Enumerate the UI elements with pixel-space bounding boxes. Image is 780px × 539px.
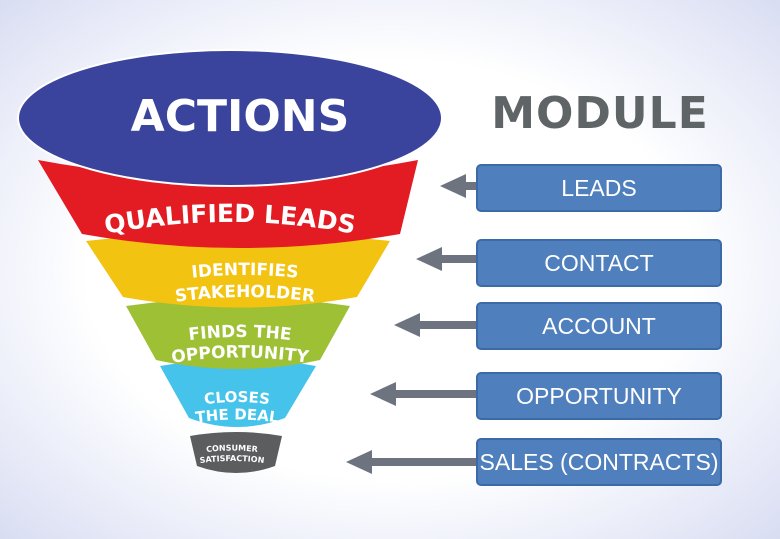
stage-label-closes: CLOSES [203, 388, 271, 408]
arrow-account [394, 313, 476, 337]
stage-label-finds-the: FINDS THE [188, 322, 293, 345]
funnel-band-opportunity [126, 298, 350, 369]
arrow-opportunity [370, 382, 476, 406]
stage-label-satisfaction: SATISFACTION [199, 454, 265, 465]
module-box-contact[interactable]: CONTACT [476, 239, 722, 287]
module-label-leads: LEADS [561, 174, 637, 201]
module-title: MODULE [491, 88, 709, 139]
stage-label-the-deal: THE DEAL [194, 405, 280, 426]
funnel-band-satisfaction [190, 432, 282, 473]
module-box-account[interactable]: ACCOUNT [476, 302, 722, 350]
module-label-account: ACCOUNT [542, 312, 656, 339]
module-label-contact: CONTACT [544, 249, 654, 276]
arrow-contact [416, 247, 476, 271]
arrow-leads [440, 174, 476, 198]
arrow-sales [346, 450, 476, 474]
funnel-header-label: ACTIONS [131, 91, 350, 142]
funnel-top-ellipse [17, 49, 443, 187]
module-box-leads[interactable]: LEADS [476, 164, 722, 212]
funnel-band-stakeholder [86, 232, 390, 308]
module-box-opportunity[interactable]: OPPORTUNITY [476, 372, 722, 420]
stage-label-consumer: CONSUMER [206, 443, 259, 454]
stage-label-identifies: IDENTIFIES [191, 260, 300, 283]
module-box-sales-contracts[interactable]: SALES (CONTRACTS) [476, 438, 722, 486]
module-label-opportunity: OPPORTUNITY [516, 382, 682, 409]
funnel-band-qualified-leads [38, 160, 418, 248]
funnel-band-closes-deal [160, 359, 316, 427]
module-label-sales-contracts: SALES (CONTRACTS) [479, 448, 719, 475]
